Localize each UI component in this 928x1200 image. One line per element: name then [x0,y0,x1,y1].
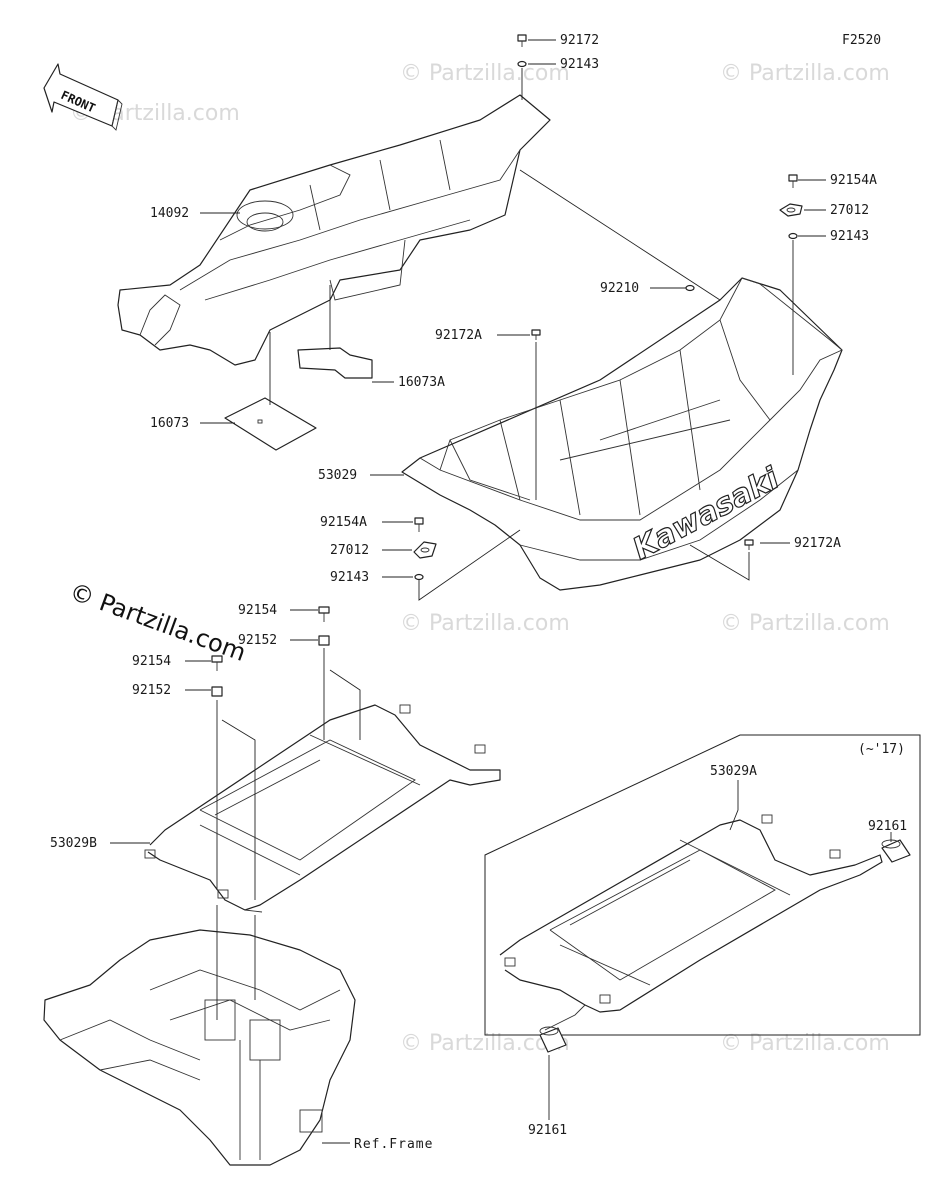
sleeve-92161-top [881,839,911,863]
callout-53029B: 53029B [50,836,97,851]
variant-box [484,734,921,1036]
pad-16073 [224,397,317,451]
callout-92161: 92161 [528,1123,567,1138]
bolt-icon [788,174,798,188]
callout-92161: 92161 [868,819,907,834]
watermark: © Partzilla.com [400,61,570,86]
callout-53029: 53029 [318,468,357,483]
callout-92154: 92154 [132,654,171,669]
rack-53029A [499,814,883,1031]
watermark: © Partzilla.com [400,611,570,636]
bolt-icon [414,517,424,532]
callout-92143: 92143 [560,57,599,72]
callout-92154: 92154 [238,603,277,618]
sleeve-92161-bottom [539,1026,567,1053]
callout-92143: 92143 [330,570,369,585]
clip-icon [413,541,437,559]
leader-lines [110,39,892,1144]
callout-16073: 16073 [150,416,189,431]
cargo-bed-53029: Kawasaki [401,277,843,591]
bolt-icon [744,539,754,550]
bed-cover-14092 [117,94,551,366]
callout-27012: 27012 [830,203,869,218]
bolt-icon [517,34,527,47]
pad-16073A [297,347,373,379]
callout-92154A: 92154A [830,173,877,188]
front-arrow-icon: FRONT [43,63,123,131]
bolt-icon [531,329,541,340]
callout-16073A: 16073A [398,375,445,390]
callout-92152: 92152 [238,633,277,648]
frame-ref [43,929,356,1166]
callout-ref-frame: Ref.Frame [354,1137,433,1152]
watermark: © Partzilla.com [720,611,890,636]
collar-icon [211,686,223,697]
callout-92152: 92152 [132,683,171,698]
callout-92154A: 92154A [320,515,367,530]
bolt-icon [211,655,223,671]
callout-92172A: 92172A [794,536,841,551]
callout-53029A: 53029A [710,764,757,779]
variant-note: (~'17) [858,742,905,757]
washer-icon [414,573,424,581]
callout-92172A: 92172A [435,328,482,343]
clip-icon [779,203,803,217]
callout-14092: 14092 [150,206,189,221]
rack-53029B [144,704,501,913]
washer-icon [517,60,527,68]
collar-icon [318,635,330,646]
figure-code: F2520 [842,33,881,48]
callout-labels: 92172 92143 92154A 27012 92143 14092 922… [50,33,907,1152]
bolt-icon [318,606,330,622]
callout-92210: 92210 [600,281,639,296]
callout-27012: 27012 [330,543,369,558]
callout-92143: 92143 [830,229,869,244]
watermark: © Partzilla.com [720,61,890,86]
callout-92172: 92172 [560,33,599,48]
washer-icon [788,232,798,240]
nut-icon [685,284,695,292]
